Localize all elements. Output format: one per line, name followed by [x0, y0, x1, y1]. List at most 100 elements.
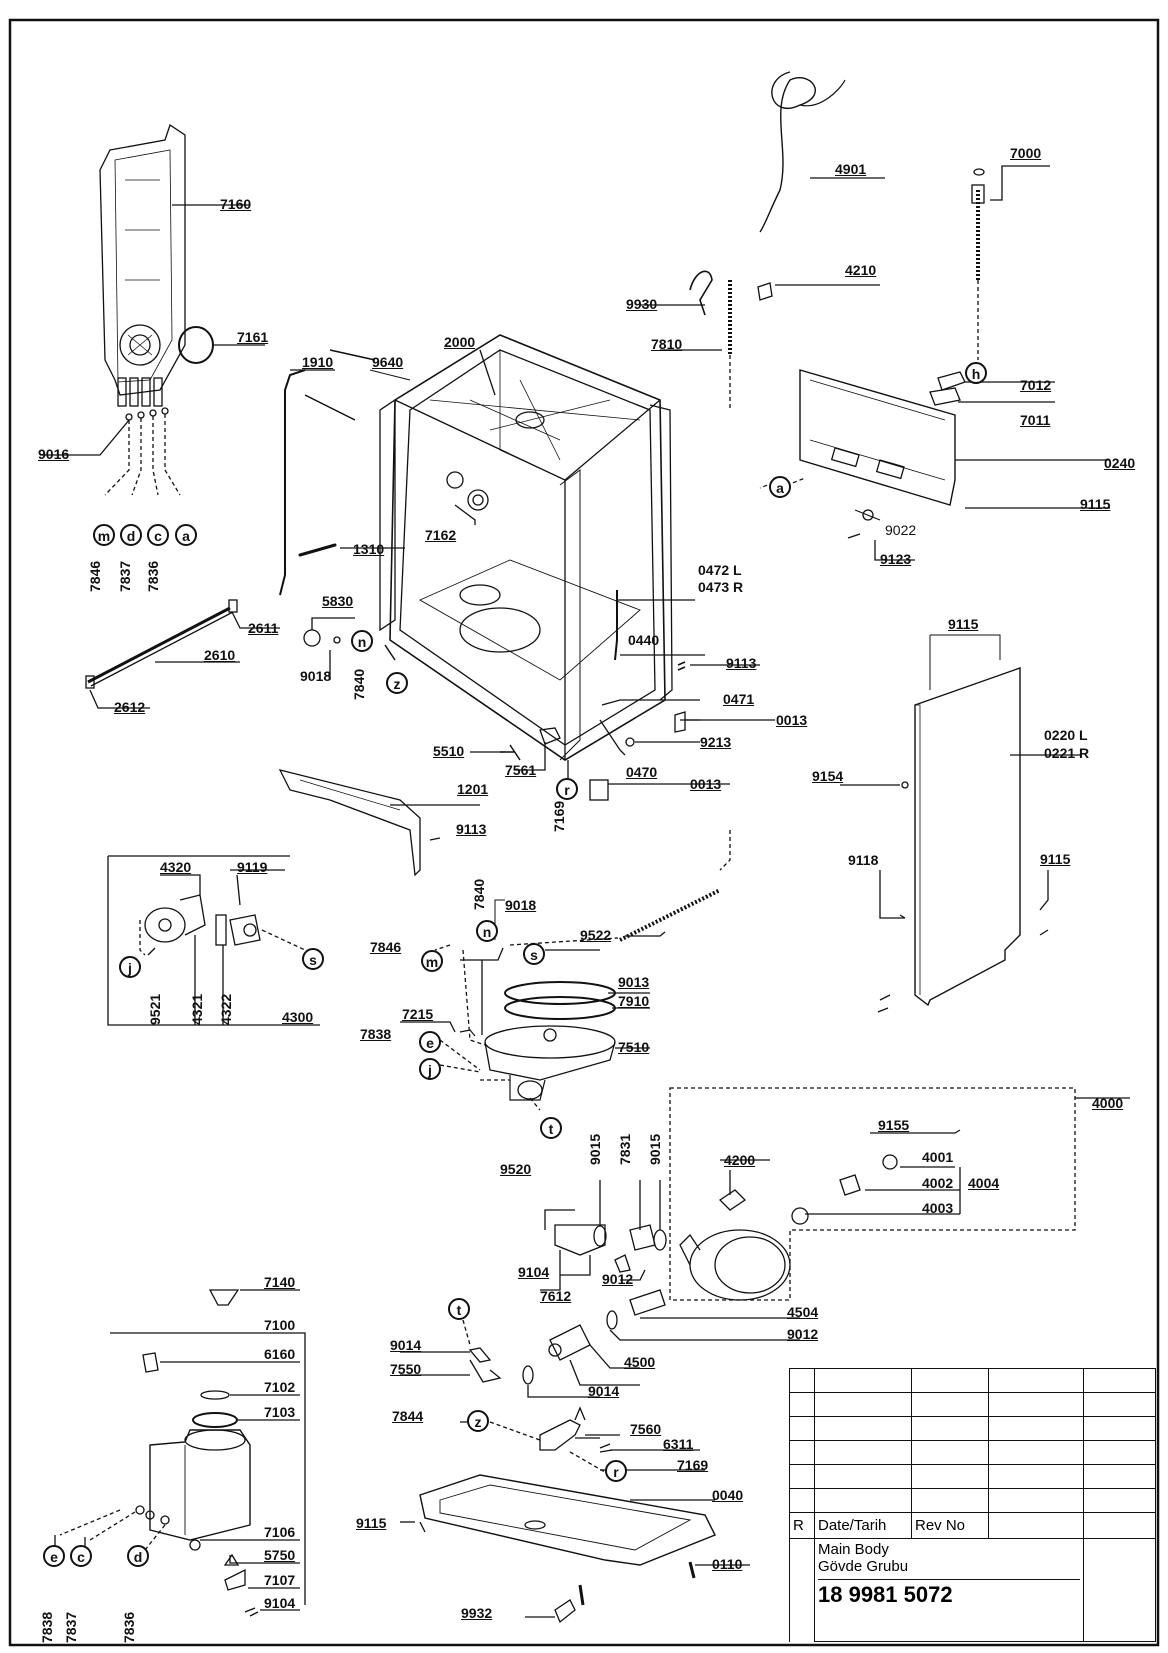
part-label-7840-a: 7840 — [351, 668, 367, 700]
part-label-7836-b: 7836 — [145, 560, 161, 592]
connector-t-sump: t — [540, 1117, 562, 1139]
part-label-9012-a: 9012 — [602, 1271, 634, 1287]
part-label-2612: 2612 — [114, 699, 146, 715]
part-label-4321: 4321 — [189, 993, 205, 1025]
part-4001-drawing — [882, 1154, 898, 1170]
part-label-4004: 4004 — [968, 1175, 1000, 1191]
part-4200-drawing — [718, 1189, 747, 1211]
connector-d-top: d — [120, 524, 142, 546]
part-label-9104-a: 9104 — [518, 1264, 550, 1280]
part-label-9522: 9522 — [580, 927, 612, 943]
document-number: 18 9981 5072 — [818, 1579, 1080, 1608]
revision-r-label: R — [789, 1512, 815, 1539]
part-0240-drawing — [799, 369, 956, 506]
part-label-0220: 0220 L — [1044, 727, 1088, 743]
part-label-9213: 9213 — [700, 734, 732, 750]
part-label-7550: 7550 — [390, 1361, 422, 1377]
part-1910-drawing — [279, 369, 306, 596]
part-label-7106: 7106 — [264, 1524, 296, 1540]
part-label-4000: 4000 — [1092, 1095, 1124, 1111]
part-label-6311: 6311 — [663, 1436, 694, 1452]
part-0110-drawing — [688, 1561, 696, 1579]
part-label-7560: 7560 — [630, 1421, 662, 1437]
part-5830-drawing — [303, 629, 321, 647]
part-5750-drawing — [223, 1553, 240, 1566]
connector-s-pump: s — [302, 948, 324, 970]
part-9014b-drawing — [522, 1365, 534, 1385]
connector-c-salt: c — [70, 1545, 92, 1567]
part-0040-drawing — [419, 1474, 716, 1566]
part-label-7100: 7100 — [264, 1317, 296, 1333]
part-label-9123: 9123 — [880, 551, 912, 567]
part-7612-drawing — [554, 1224, 606, 1256]
part-7561-drawing — [539, 727, 561, 745]
part-4504-drawing — [629, 1289, 666, 1316]
part-7550-drawing — [469, 1359, 502, 1383]
part-0440-drawing — [614, 590, 618, 661]
part-label-4200: 4200 — [724, 1152, 756, 1168]
part-label-2610: 2610 — [204, 647, 236, 663]
part-label-7844: 7844 — [392, 1408, 424, 1424]
part-2612-drawing — [85, 675, 95, 689]
part-label-9115-d: 9115 — [356, 1515, 387, 1531]
part-label-7161: 7161 — [237, 329, 269, 345]
part-label-7107: 7107 — [264, 1572, 296, 1588]
part-label-9520: 9520 — [500, 1161, 532, 1177]
part-label-4320: 4320 — [160, 859, 192, 875]
part-label-9014-b: 9014 — [588, 1383, 620, 1399]
part-label-9113-a: 9113 — [726, 655, 757, 671]
part-label-0240: 0240 — [1104, 455, 1136, 471]
part-4320-drawing — [144, 894, 206, 943]
rev-no-label: Rev No — [911, 1512, 989, 1539]
part-label-7810: 7810 — [651, 336, 683, 352]
part-7910-drawing — [504, 996, 616, 1020]
part-label-1201: 1201 — [457, 781, 489, 797]
part-label-9022: 9022 — [885, 522, 917, 538]
part-label-9016: 9016 — [38, 446, 70, 462]
connector-c-top: c — [147, 524, 169, 546]
part-2611-drawing — [228, 599, 238, 613]
part-pump-motor-drawing — [679, 1229, 791, 1301]
part-label-9155: 9155 — [878, 1117, 910, 1133]
part-label-4322: 4322 — [218, 993, 234, 1025]
part-label-7910: 7910 — [618, 993, 650, 1009]
part-label-4504: 4504 — [787, 1304, 819, 1320]
part-label-2000: 2000 — [444, 334, 476, 350]
part-9213-drawing — [625, 737, 635, 747]
connector-j-pump: j — [119, 956, 141, 978]
part-label-9012-b: 9012 — [787, 1326, 819, 1342]
part-label-9115-c: 9115 — [1040, 851, 1071, 867]
part-label-7837-a: 7837 — [63, 1611, 79, 1643]
part-label-7169-b: 7169 — [677, 1457, 709, 1473]
part-9012b-drawing — [606, 1310, 618, 1330]
part-label-9014-a: 9014 — [390, 1337, 422, 1353]
part-label-7561: 7561 — [505, 762, 537, 778]
part-7012-drawing — [937, 371, 966, 391]
part-1310-drawing — [298, 543, 337, 557]
part-label-9015-b: 9015 — [647, 1133, 663, 1165]
part-label-4001: 4001 — [922, 1149, 954, 1165]
part-label-4210: 4210 — [845, 262, 877, 278]
part-2610-drawing — [87, 606, 231, 684]
part-label-0221: 0221 R — [1044, 745, 1090, 761]
part-label-7102: 7102 — [264, 1379, 296, 1395]
connector-n-top: n — [351, 630, 373, 652]
part-label-0471: 0471 — [723, 691, 755, 707]
connector-a-panel: a — [769, 476, 791, 498]
connector-e-salt: e — [43, 1545, 65, 1567]
date-label: Date/Tarih — [814, 1512, 912, 1539]
part-label-9640: 9640 — [372, 354, 404, 370]
part-label-9118: 9118 — [848, 852, 879, 868]
part-label-4003: 4003 — [922, 1200, 954, 1216]
part-label-7846-a: 7846 — [370, 939, 402, 955]
part-7140-drawing — [208, 1289, 240, 1306]
part-label-7612: 7612 — [540, 1288, 572, 1304]
connector-j-sump: j — [419, 1058, 441, 1080]
part-7510-drawing — [484, 1025, 616, 1101]
part-label-9115-b: 9115 — [948, 616, 979, 632]
part-label-1310: 1310 — [353, 541, 385, 557]
part-label-5510: 5510 — [433, 743, 465, 759]
part-label-9119: 9119 — [237, 859, 268, 875]
part-4210-drawing — [757, 282, 773, 301]
part-label-9932: 9932 — [461, 1605, 493, 1621]
